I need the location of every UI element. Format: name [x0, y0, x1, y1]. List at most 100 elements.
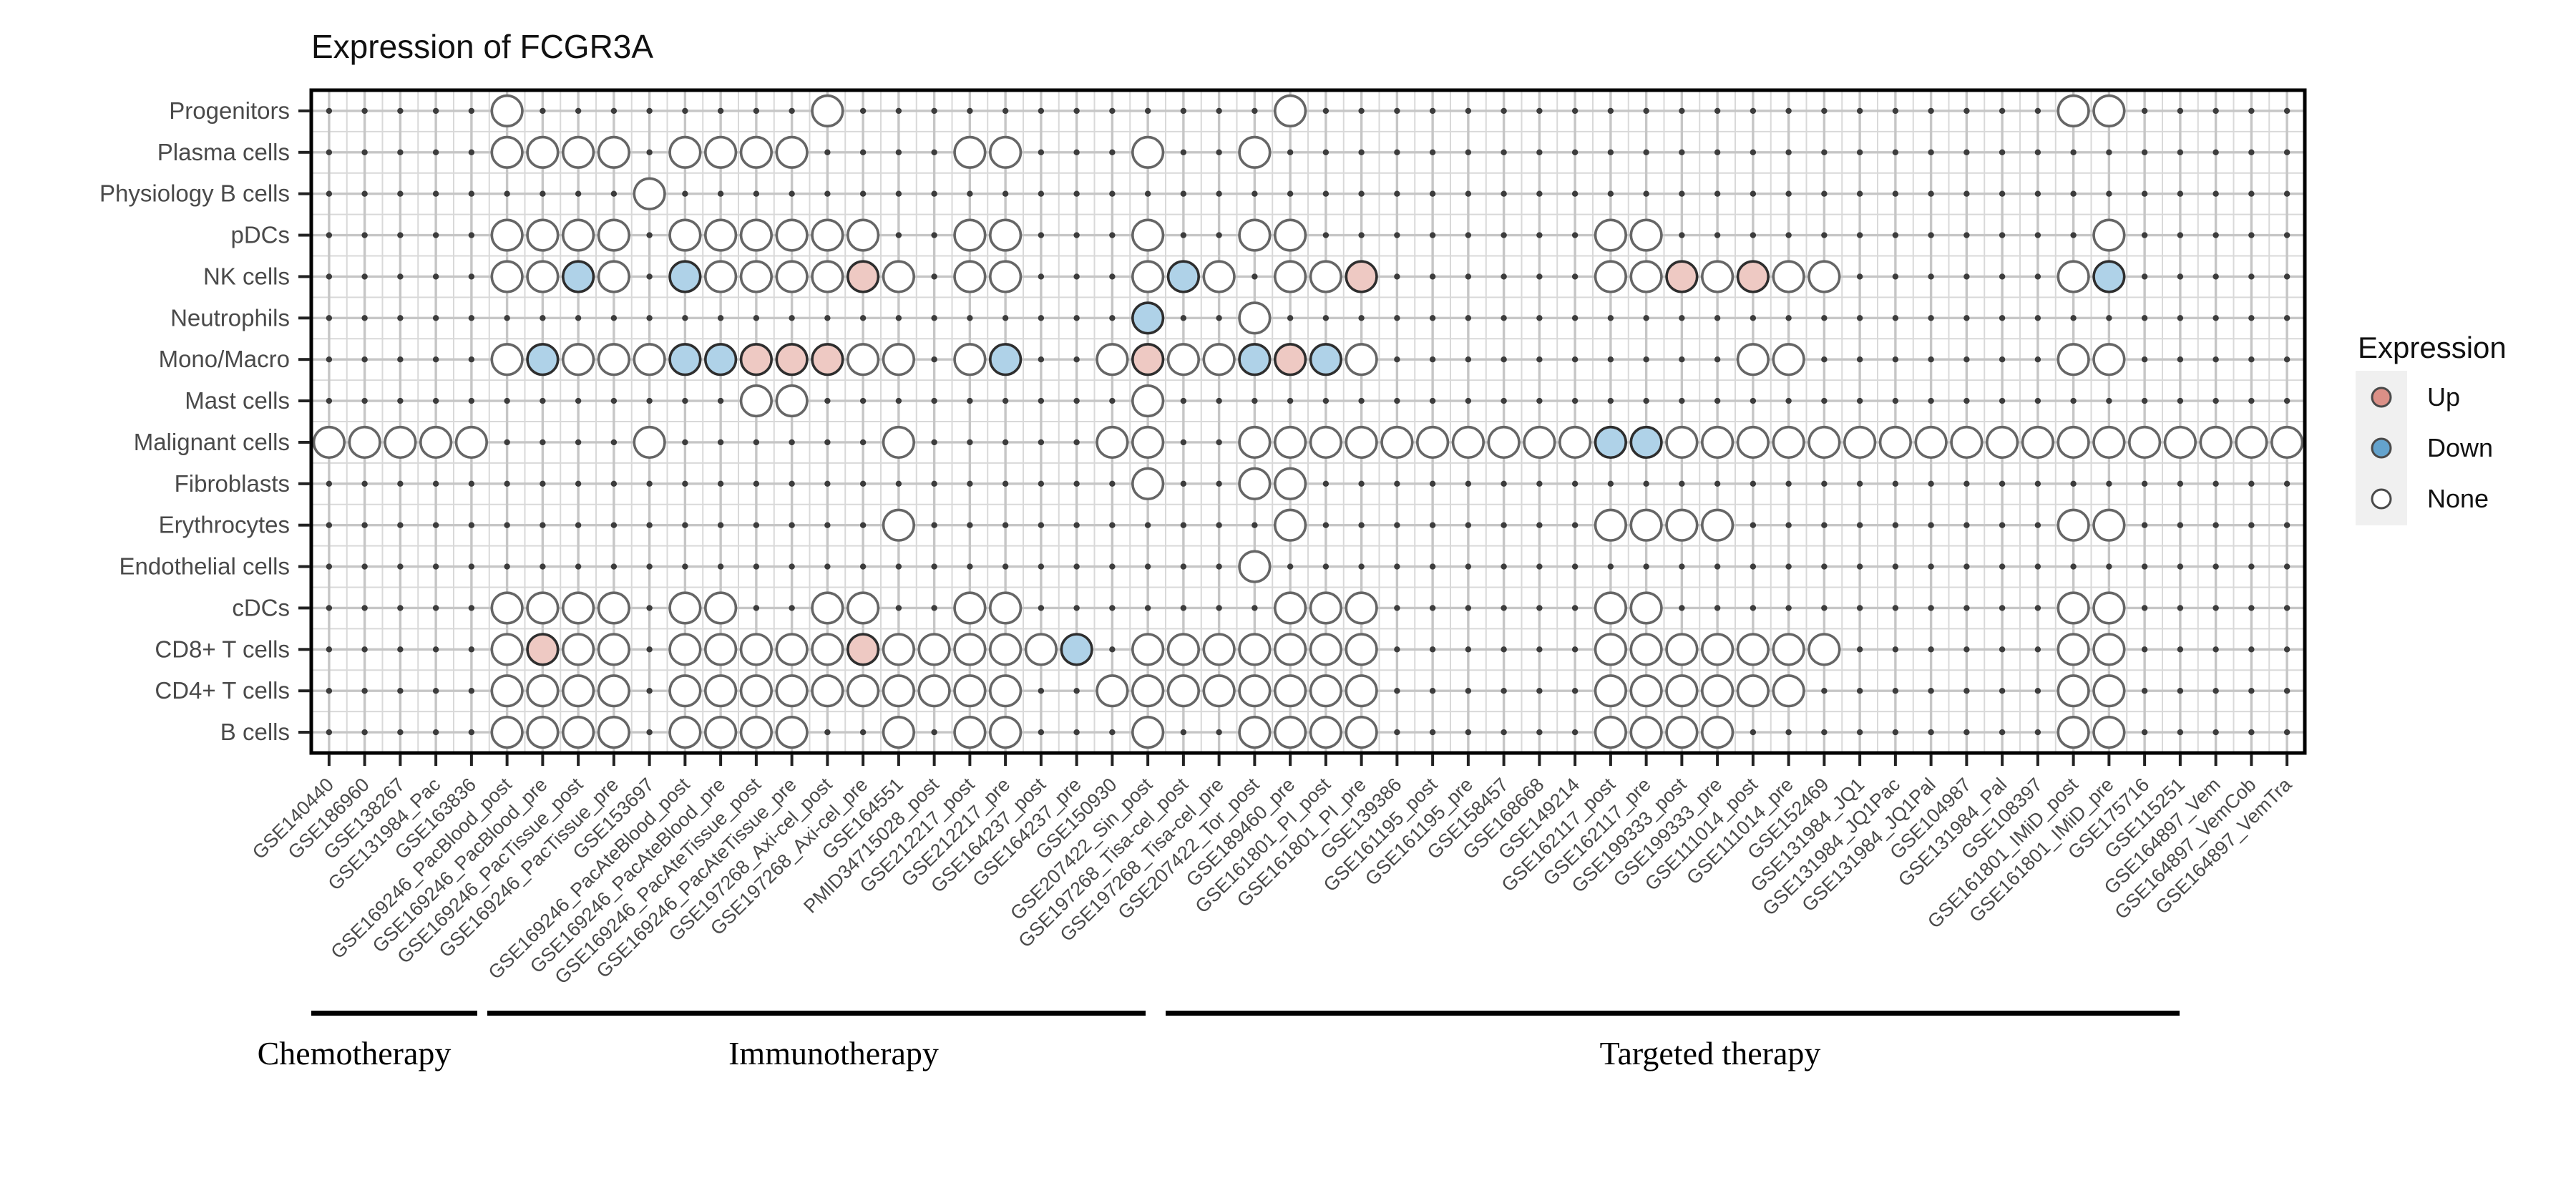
grid-dot: [575, 480, 582, 487]
expression-dot-none: [526, 218, 560, 252]
grid-dot: [1501, 107, 1507, 115]
grid-dot: [1465, 356, 1472, 363]
grid-dot: [2248, 397, 2255, 404]
grid-dot: [1322, 480, 1330, 487]
grid-dot: [1928, 605, 1934, 611]
grid-dot: [1394, 646, 1400, 653]
grid-dot: [2248, 190, 2255, 197]
grid-dot: [859, 107, 867, 115]
grid-dot: [859, 563, 867, 570]
grid-dot: [1501, 687, 1507, 694]
grid-dot: [1821, 315, 1828, 321]
grid-dot: [1216, 190, 1222, 197]
grid-dot: [1394, 232, 1400, 238]
grid-dot: [1963, 687, 1970, 694]
grid-dot: [2248, 563, 2255, 570]
grid-dot: [1536, 149, 1543, 156]
grid-dot: [540, 397, 546, 404]
grid-dot: [1322, 397, 1330, 404]
grid-dot: [2283, 232, 2290, 238]
grid-dot: [1536, 397, 1543, 404]
grid-dot: [1571, 522, 1579, 528]
expression-dot-down: [1629, 425, 1663, 460]
grid-dot: [1999, 729, 2006, 736]
grid-dot: [2070, 149, 2077, 156]
row-label: Malignant cells: [134, 429, 290, 455]
grid-dot: [1429, 480, 1436, 487]
grid-dot: [1963, 232, 1970, 238]
expression-dot-none: [989, 674, 1023, 708]
expression-dot-down: [526, 343, 560, 376]
grid-dot: [1536, 107, 1543, 115]
grid-dot: [1714, 232, 1721, 238]
expression-dot-none: [2092, 674, 2126, 708]
expression-dot-none: [562, 591, 595, 625]
expression-dot-none: [704, 674, 738, 708]
grid-dot: [895, 232, 902, 238]
grid-dot: [1928, 315, 1934, 321]
expression-dot-none: [562, 343, 595, 376]
grid-dot: [967, 563, 973, 570]
grid-dot: [1109, 273, 1116, 280]
chart-title: Expression of FCGR3A: [311, 28, 654, 65]
grid-dot: [859, 439, 867, 446]
grid-dot: [1928, 480, 1934, 487]
grid-dot: [1252, 190, 1258, 197]
grid-dot: [1465, 315, 1472, 321]
grid-dot: [2070, 190, 2077, 197]
grid-dot: [2248, 729, 2255, 736]
grid-dot: [1785, 190, 1792, 197]
grid-dot: [1252, 273, 1258, 280]
expression-dot-up: [847, 260, 880, 293]
row-label: Physiology B cells: [99, 180, 290, 207]
grid-dot: [931, 605, 937, 611]
expression-dot-none: [1274, 674, 1307, 708]
expression-dot-down: [1594, 425, 1627, 460]
expression-dot-down: [562, 260, 595, 293]
expression-dot-none: [1665, 674, 1699, 708]
grid-dot: [1180, 563, 1187, 570]
grid-dot: [2141, 315, 2148, 321]
grid-dot: [1287, 190, 1294, 197]
grid-dot: [1322, 149, 1330, 156]
expression-dot-none: [847, 674, 880, 708]
grid-dot: [326, 107, 333, 115]
grid-dot: [1856, 646, 1863, 653]
group-bracket: [1166, 1011, 2180, 1016]
expression-dot-none: [1807, 260, 1841, 293]
grid-dot: [1750, 397, 1757, 404]
grid-dot: [1536, 356, 1543, 363]
grid-dot: [967, 190, 973, 197]
expression-dot-none: [775, 384, 809, 418]
grid-dot: [895, 397, 902, 404]
grid-dot: [326, 232, 333, 238]
plot-border: [309, 88, 2307, 755]
grid-dot: [610, 397, 618, 404]
grid-dot: [2034, 315, 2041, 321]
expression-dot-none: [1594, 508, 1627, 542]
grid-dot: [2177, 522, 2184, 528]
grid-dot: [2106, 149, 2112, 156]
grid-dot: [646, 315, 653, 321]
grid-dot: [1038, 107, 1045, 115]
expression-dot-none: [1238, 135, 1272, 169]
grid-dot: [2141, 356, 2148, 363]
grid-dot: [931, 563, 937, 570]
expression-dot-none: [1238, 218, 1272, 252]
expression-dot-none: [1345, 633, 1378, 666]
grid-dot: [2177, 273, 2184, 280]
grid-dot: [1394, 315, 1400, 321]
grid-dot: [2177, 149, 2184, 156]
expression-dot-none: [668, 715, 702, 749]
grid-dot: [1785, 315, 1792, 321]
grid-dot: [967, 397, 973, 404]
grid-dot: [1643, 149, 1649, 156]
grid-dot: [1216, 315, 1222, 321]
grid-dot: [895, 480, 902, 487]
legend-label: Up: [2427, 382, 2460, 412]
grid-dot: [361, 605, 368, 611]
grid-dot: [1465, 522, 1472, 528]
grid-dot: [1180, 605, 1187, 611]
grid-dot: [1999, 687, 2006, 694]
expression-dot-none: [2092, 633, 2126, 666]
